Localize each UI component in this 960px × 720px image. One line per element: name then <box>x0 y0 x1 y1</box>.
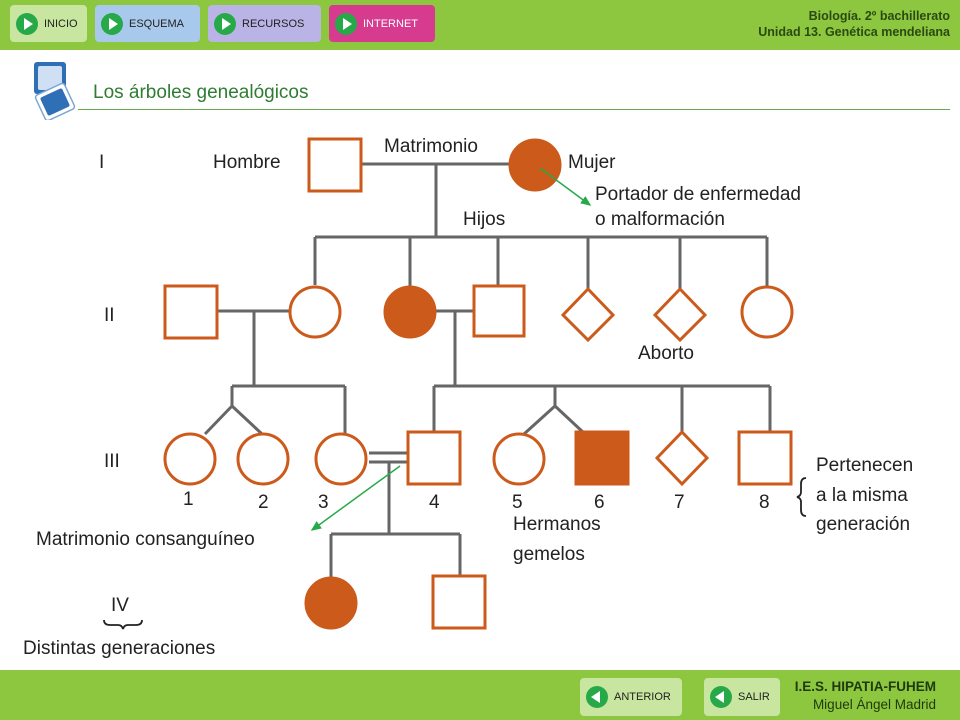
play-icon <box>214 12 236 35</box>
anterior-label: ANTERIOR <box>614 691 671 703</box>
carrier-arrow <box>539 167 592 206</box>
gen2-female-3 <box>740 285 794 339</box>
label-distintas-generaciones: Distintas generaciones <box>23 638 216 659</box>
label-portador-line1: Portador de enfermedad <box>595 184 801 205</box>
play-icon <box>16 12 38 35</box>
gen2-female-carrier <box>383 285 437 339</box>
gen3-individual-5 <box>492 432 546 486</box>
generations-brace <box>103 619 143 630</box>
label-portador-line2: o malformación <box>595 209 725 230</box>
label-gemelos-line1: Hermanos <box>513 514 601 535</box>
label-hijos: Hijos <box>463 209 506 230</box>
play-icon <box>101 12 123 35</box>
gen2-female-1 <box>288 285 342 339</box>
course-info: Biología. 2º bachillerato Unidad 13. Gen… <box>758 8 950 40</box>
gen2-abortion-1 <box>560 286 616 343</box>
back-arrow-icon <box>710 686 732 708</box>
label-hombre: Hombre <box>213 152 281 173</box>
gen2-male-1 <box>163 284 219 340</box>
nav-inicio-label: INICIO <box>44 17 78 30</box>
nav-inicio-button[interactable]: INICIO <box>10 5 87 42</box>
nav-esquema-label: ESQUEMA <box>129 17 185 30</box>
page-title: Los árboles genealógicos <box>93 82 309 103</box>
gen2-abortion-2 <box>652 286 708 343</box>
consanguineous-arrow <box>310 465 401 531</box>
nav-recursos-label: RECURSOS <box>242 17 305 30</box>
slide-icon <box>34 62 76 120</box>
gen3-individual-7 <box>654 429 710 487</box>
gen3-individual-1 <box>163 432 217 486</box>
salir-label: SALIR <box>738 691 770 703</box>
generation-label-2: II <box>104 305 115 326</box>
label-consanguineo: Matrimonio consanguíneo <box>36 529 255 550</box>
gen1-male <box>307 137 363 193</box>
label-aborto: Aborto <box>638 343 694 364</box>
pedigree-symbols <box>163 137 794 630</box>
label-pertenecen-line3: generación <box>816 514 911 535</box>
course-line-2: Unidad 13. Genética mendeliana <box>758 25 950 39</box>
credit-line-1: I.E.S. HIPATIA-FUHEM <box>794 679 936 694</box>
nav-recursos-button[interactable]: RECURSOS <box>208 5 321 42</box>
gen3-number-8: 8 <box>759 492 770 513</box>
gen3-number-5: 5 <box>512 492 523 513</box>
gen3-number-4: 4 <box>429 492 440 513</box>
gen3-number-3: 3 <box>318 492 329 513</box>
back-arrow-icon <box>586 686 608 708</box>
label-pertenecen-line2: a la misma <box>816 485 908 506</box>
gen3-individual-3 <box>314 432 368 486</box>
credit-line-2: Miguel Ángel Madrid <box>812 697 936 712</box>
label-matrimonio: Matrimonio <box>384 136 478 157</box>
credit: I.E.S. HIPATIA-FUHEM Miguel Ángel Madrid <box>795 678 936 714</box>
play-icon <box>335 12 357 35</box>
title-divider <box>78 109 950 110</box>
gen4-male <box>431 574 487 630</box>
gen1-female-carrier <box>508 138 562 192</box>
gen3-individual-6 <box>574 430 630 486</box>
generation-bracket <box>796 477 807 517</box>
salir-button[interactable]: SALIR <box>704 678 780 716</box>
generation-label-4: IV <box>111 595 129 616</box>
generation-label-1: I <box>99 152 105 173</box>
gen3-individual-2 <box>236 432 290 486</box>
bottom-bar <box>0 670 960 720</box>
nav-internet-button[interactable]: INTERNET <box>329 5 435 42</box>
generation-label-3: III <box>104 451 120 472</box>
gen3-number-6: 6 <box>594 492 605 513</box>
anterior-button[interactable]: ANTERIOR <box>580 678 682 716</box>
gen3-number-7: 7 <box>674 492 685 513</box>
gen2-male-2 <box>472 284 526 338</box>
gen3-number-2: 2 <box>258 492 269 513</box>
gen3-individual-4 <box>406 430 462 486</box>
gen3-individual-8 <box>737 430 793 486</box>
label-gemelos-line2: gemelos <box>513 544 585 565</box>
gen4-female-carrier <box>304 576 358 630</box>
gen3-number-1: 1 <box>183 489 194 510</box>
course-line-1: Biología. 2º bachillerato <box>808 9 950 23</box>
label-mujer: Mujer <box>568 152 616 173</box>
nav-esquema-button[interactable]: ESQUEMA <box>95 5 200 42</box>
label-pertenecen-line1: Pertenecen <box>816 455 914 476</box>
nav-internet-label: INTERNET <box>363 17 418 30</box>
